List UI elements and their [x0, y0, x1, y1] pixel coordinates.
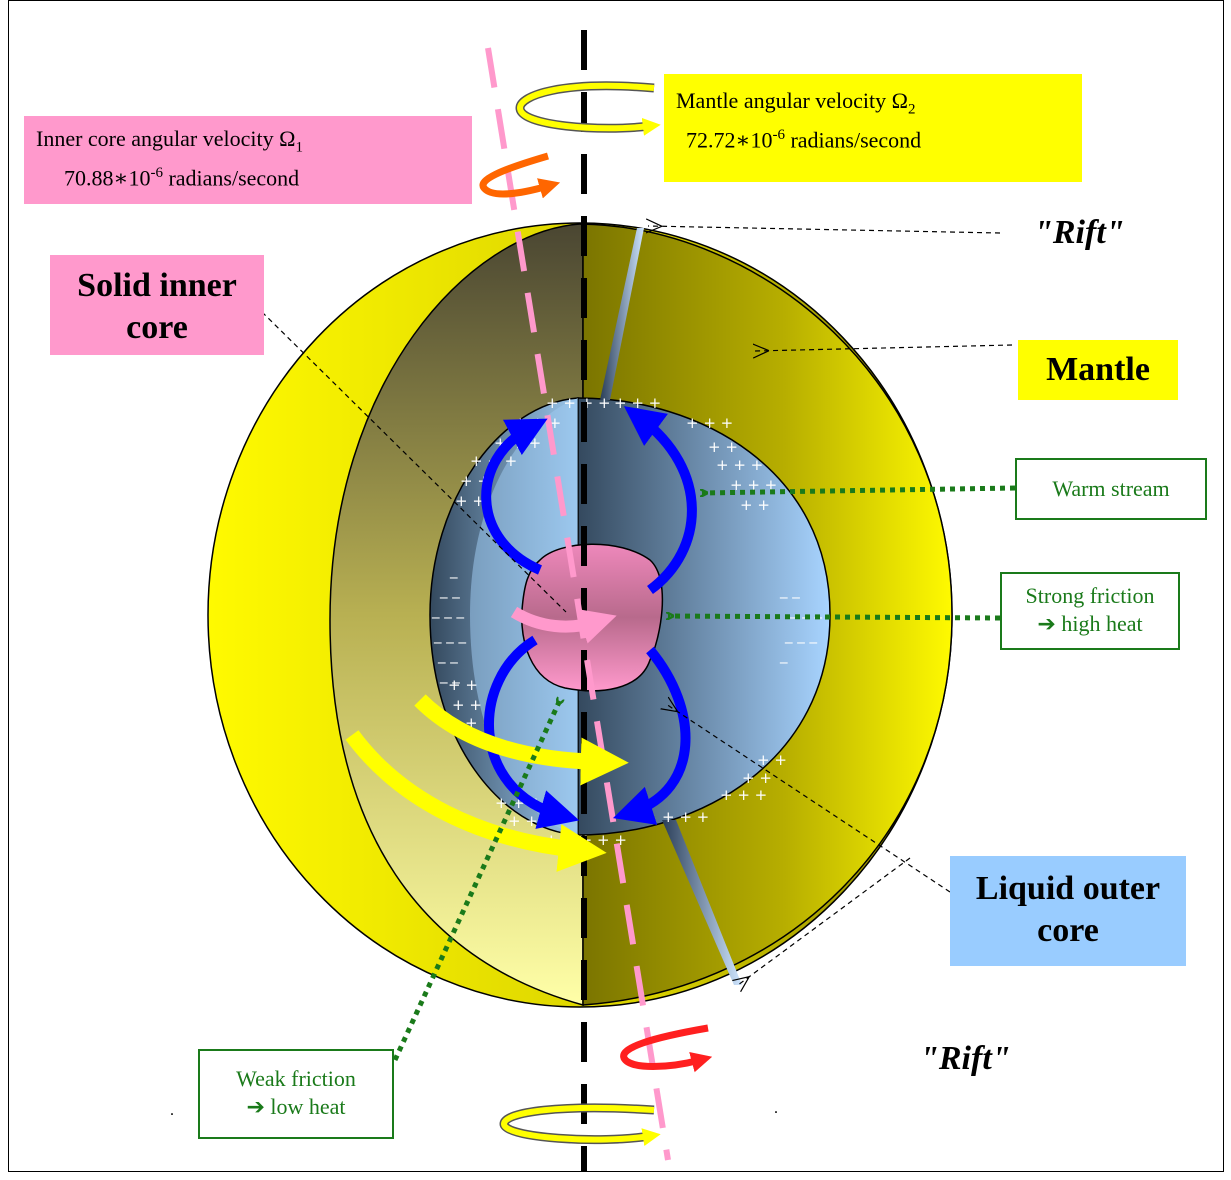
- inner-core-velocity-label: Inner core angular velocity Ω1 70.88∗10-…: [24, 116, 472, 204]
- warm-stream-label: Warm stream: [1015, 458, 1207, 520]
- svg-text:+ +: + +: [757, 751, 787, 769]
- liquid-outer-core-label: Liquid outer core: [950, 856, 1186, 966]
- svg-text:_ _ _: _ _ _: [784, 626, 818, 645]
- mantle-velocity-subscript: 2: [908, 101, 916, 117]
- rift-label-bottom: "Rift": [920, 1040, 1011, 1078]
- svg-text:+ + +: + + +: [686, 414, 733, 432]
- svg-text:+ +: + +: [448, 676, 478, 694]
- weak-friction-line1: Weak friction: [200, 1065, 392, 1093]
- inner-velocity-unit: radians/second: [163, 166, 299, 191]
- svg-text:+ +: + +: [708, 438, 738, 456]
- stray-dot-right: .: [774, 1100, 778, 1118]
- stray-dot-left: .: [170, 1102, 174, 1120]
- mantle-velocity-unit: radians/second: [785, 128, 921, 153]
- inner-velocity-exponent: -6: [150, 165, 163, 181]
- strong-friction-arrow-icon: ➔: [1037, 612, 1055, 637]
- weak-friction-label: Weak friction ➔ low heat: [198, 1049, 394, 1139]
- svg-text:+ +: + +: [508, 812, 538, 830]
- svg-text:+ + +: + + +: [614, 394, 661, 412]
- rift-top-text: "Rift": [1034, 214, 1125, 251]
- mantle-velocity-exponent: -6: [772, 127, 785, 143]
- svg-text:_ _: _ _: [437, 646, 458, 665]
- svg-text:_ _: _ _: [439, 581, 460, 600]
- inner-velocity-value: 70.88∗10: [64, 166, 150, 191]
- svg-text:+ + +: + + +: [716, 456, 763, 474]
- strong-friction-label: Strong friction ➔ high heat: [1000, 572, 1180, 650]
- svg-text:+ + + +: + + + +: [546, 394, 611, 412]
- solid-inner-core-text: Solid inner core: [77, 267, 237, 346]
- svg-text:+ +: + +: [455, 492, 485, 510]
- rift-bottom-text: "Rift": [920, 1040, 1011, 1077]
- mantle-velocity-label: Mantle angular velocity Ω2 72.72∗10-6 ra…: [664, 74, 1082, 182]
- mantle-rotation-bottom: [504, 1108, 654, 1140]
- svg-text:_: _: [449, 561, 458, 580]
- liquid-outer-core-text: Liquid outer core: [976, 870, 1160, 949]
- inner-velocity-line1: Inner core angular velocity Ω: [36, 126, 295, 151]
- svg-text:+ + +: + + +: [720, 786, 767, 804]
- svg-text:_: _: [779, 646, 788, 665]
- svg-text:+ + +: + + +: [662, 808, 709, 826]
- svg-text:+ +: + +: [452, 696, 482, 714]
- svg-text:+ +: + +: [740, 496, 770, 514]
- mantle-velocity-value: 72.72∗10: [686, 128, 772, 153]
- solid-inner-core-label: Solid inner core: [50, 255, 264, 355]
- mantle-velocity-line1: Mantle angular velocity Ω: [676, 88, 908, 113]
- weak-friction-line2: low heat: [270, 1094, 345, 1119]
- inner-core-rotation-bottom: [624, 1028, 708, 1067]
- weak-friction-arrow-icon: ➔: [246, 1095, 264, 1120]
- warm-stream-text: Warm stream: [1052, 476, 1169, 501]
- inner-velocity-subscript: 1: [295, 139, 303, 155]
- svg-text:_ _ _: _ _ _: [433, 626, 467, 645]
- svg-text:_ _: _ _: [779, 581, 800, 600]
- mantle-text: Mantle: [1046, 351, 1150, 388]
- strong-friction-line2: high heat: [1061, 611, 1142, 636]
- mantle-label: Mantle: [1018, 340, 1178, 400]
- strong-friction-line1: Strong friction: [1002, 582, 1178, 610]
- rift-label-top: "Rift": [1034, 214, 1125, 252]
- inner-core-rotation-top: [483, 156, 548, 194]
- svg-text:_ _ _: _ _ _: [431, 601, 465, 620]
